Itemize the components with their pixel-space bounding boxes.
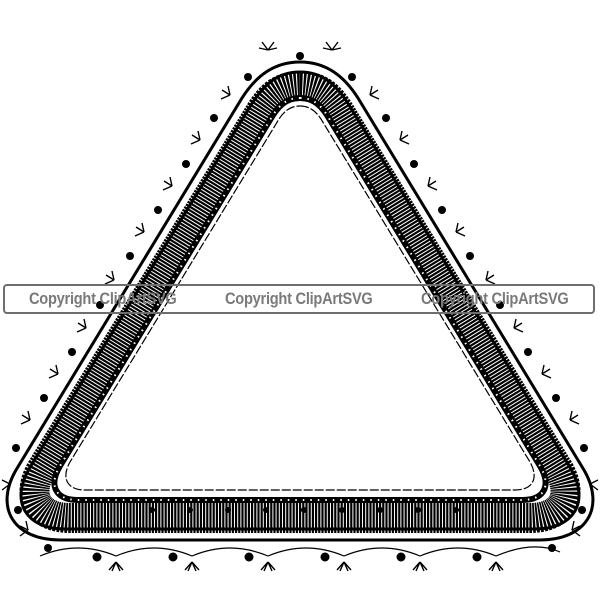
lace-band <box>5 60 595 542</box>
bottom-ornaments <box>39 507 561 572</box>
watermark-text: Copyright ClipArtSVG <box>225 289 373 308</box>
right-ornaments <box>296 52 588 552</box>
bow-ornaments <box>1 41 599 537</box>
watermark-bar: Copyright ClipArtSVG Copyright ClipArtSV… <box>3 284 595 314</box>
left-ornaments <box>12 73 252 552</box>
watermark-text: Copyright ClipArtSVG <box>421 289 569 308</box>
watermark-text: Copyright ClipArtSVG <box>29 289 177 308</box>
